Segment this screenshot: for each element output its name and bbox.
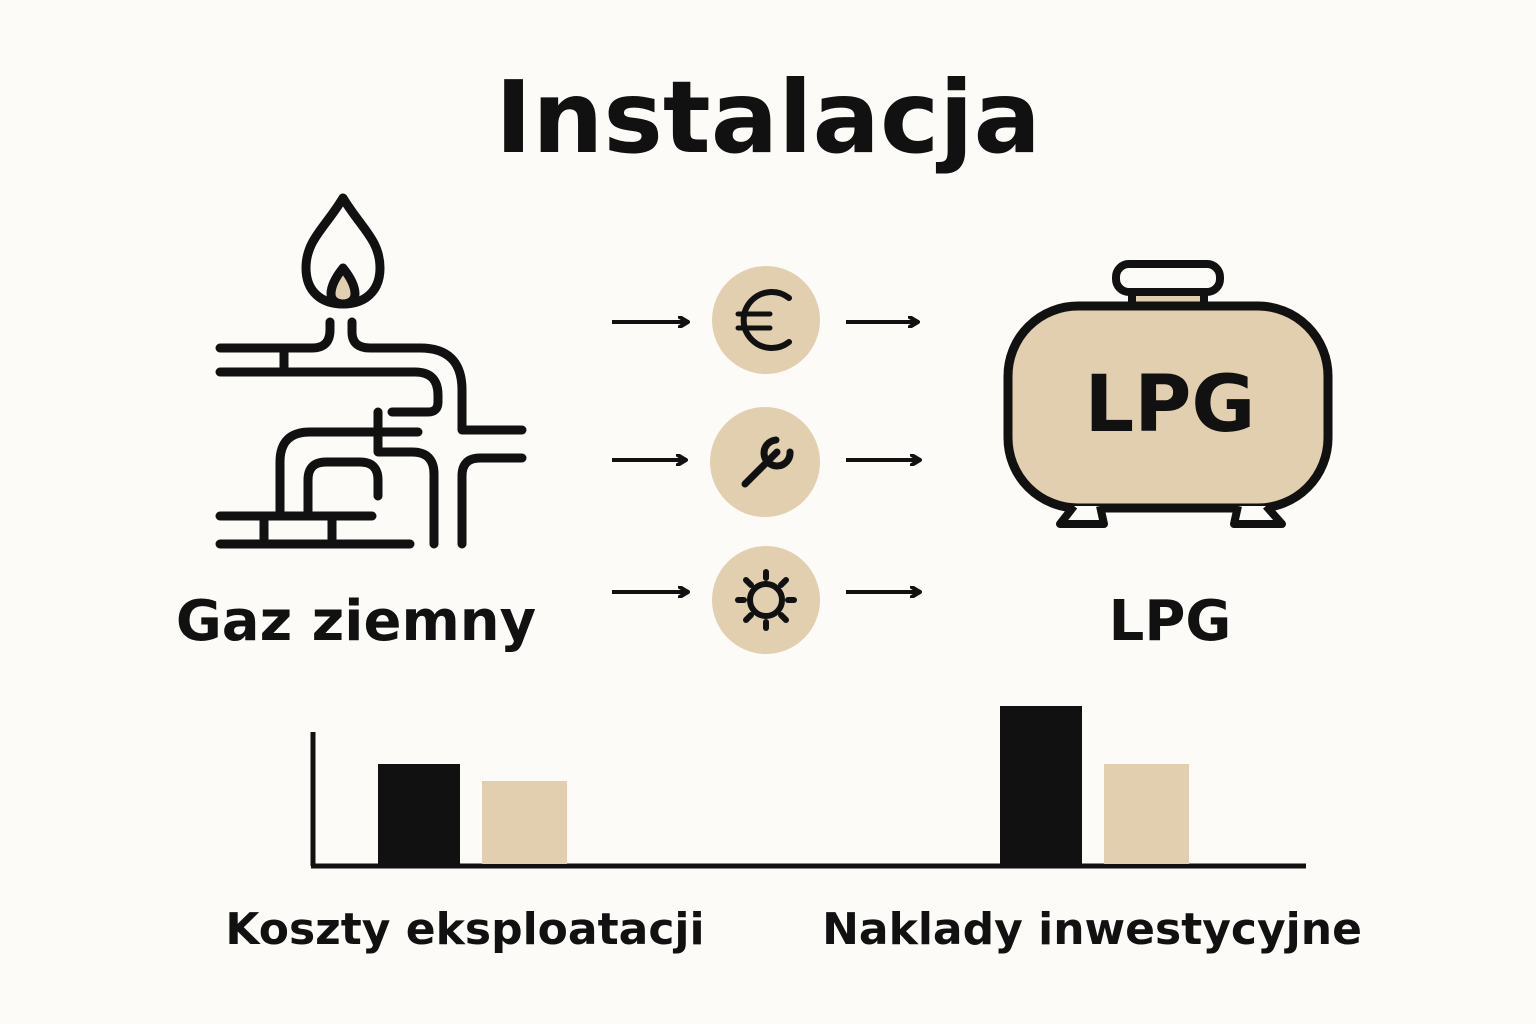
category-labels: Koszty eksploatacji Naklady inwestycyjne [225, 904, 1362, 955]
gas-flame-pipes-icon [215, 193, 527, 549]
bar-chart: Koszty eksploatacji Naklady inwestycyjne [225, 706, 1362, 955]
bars [378, 706, 1189, 864]
tank-label: LPG [1085, 360, 1256, 450]
right-label: LPG [1109, 589, 1232, 654]
left-label: Gaz ziemny [176, 589, 536, 654]
gear-icon [712, 546, 820, 654]
bar-2-series-2 [1104, 764, 1189, 864]
bar-2-series-1 [1000, 706, 1082, 864]
wrench-icon [710, 407, 820, 517]
category-label-1: Koszty eksploatacji [225, 904, 704, 955]
page-title: Instalacja [495, 59, 1041, 176]
category-label-2: Naklady inwestycyjne [822, 904, 1362, 955]
bar-1-series-1 [378, 764, 460, 864]
bar-1-series-2 [482, 781, 567, 864]
euro-icon [712, 266, 820, 374]
lpg-tank-icon: LPG [1003, 260, 1333, 528]
